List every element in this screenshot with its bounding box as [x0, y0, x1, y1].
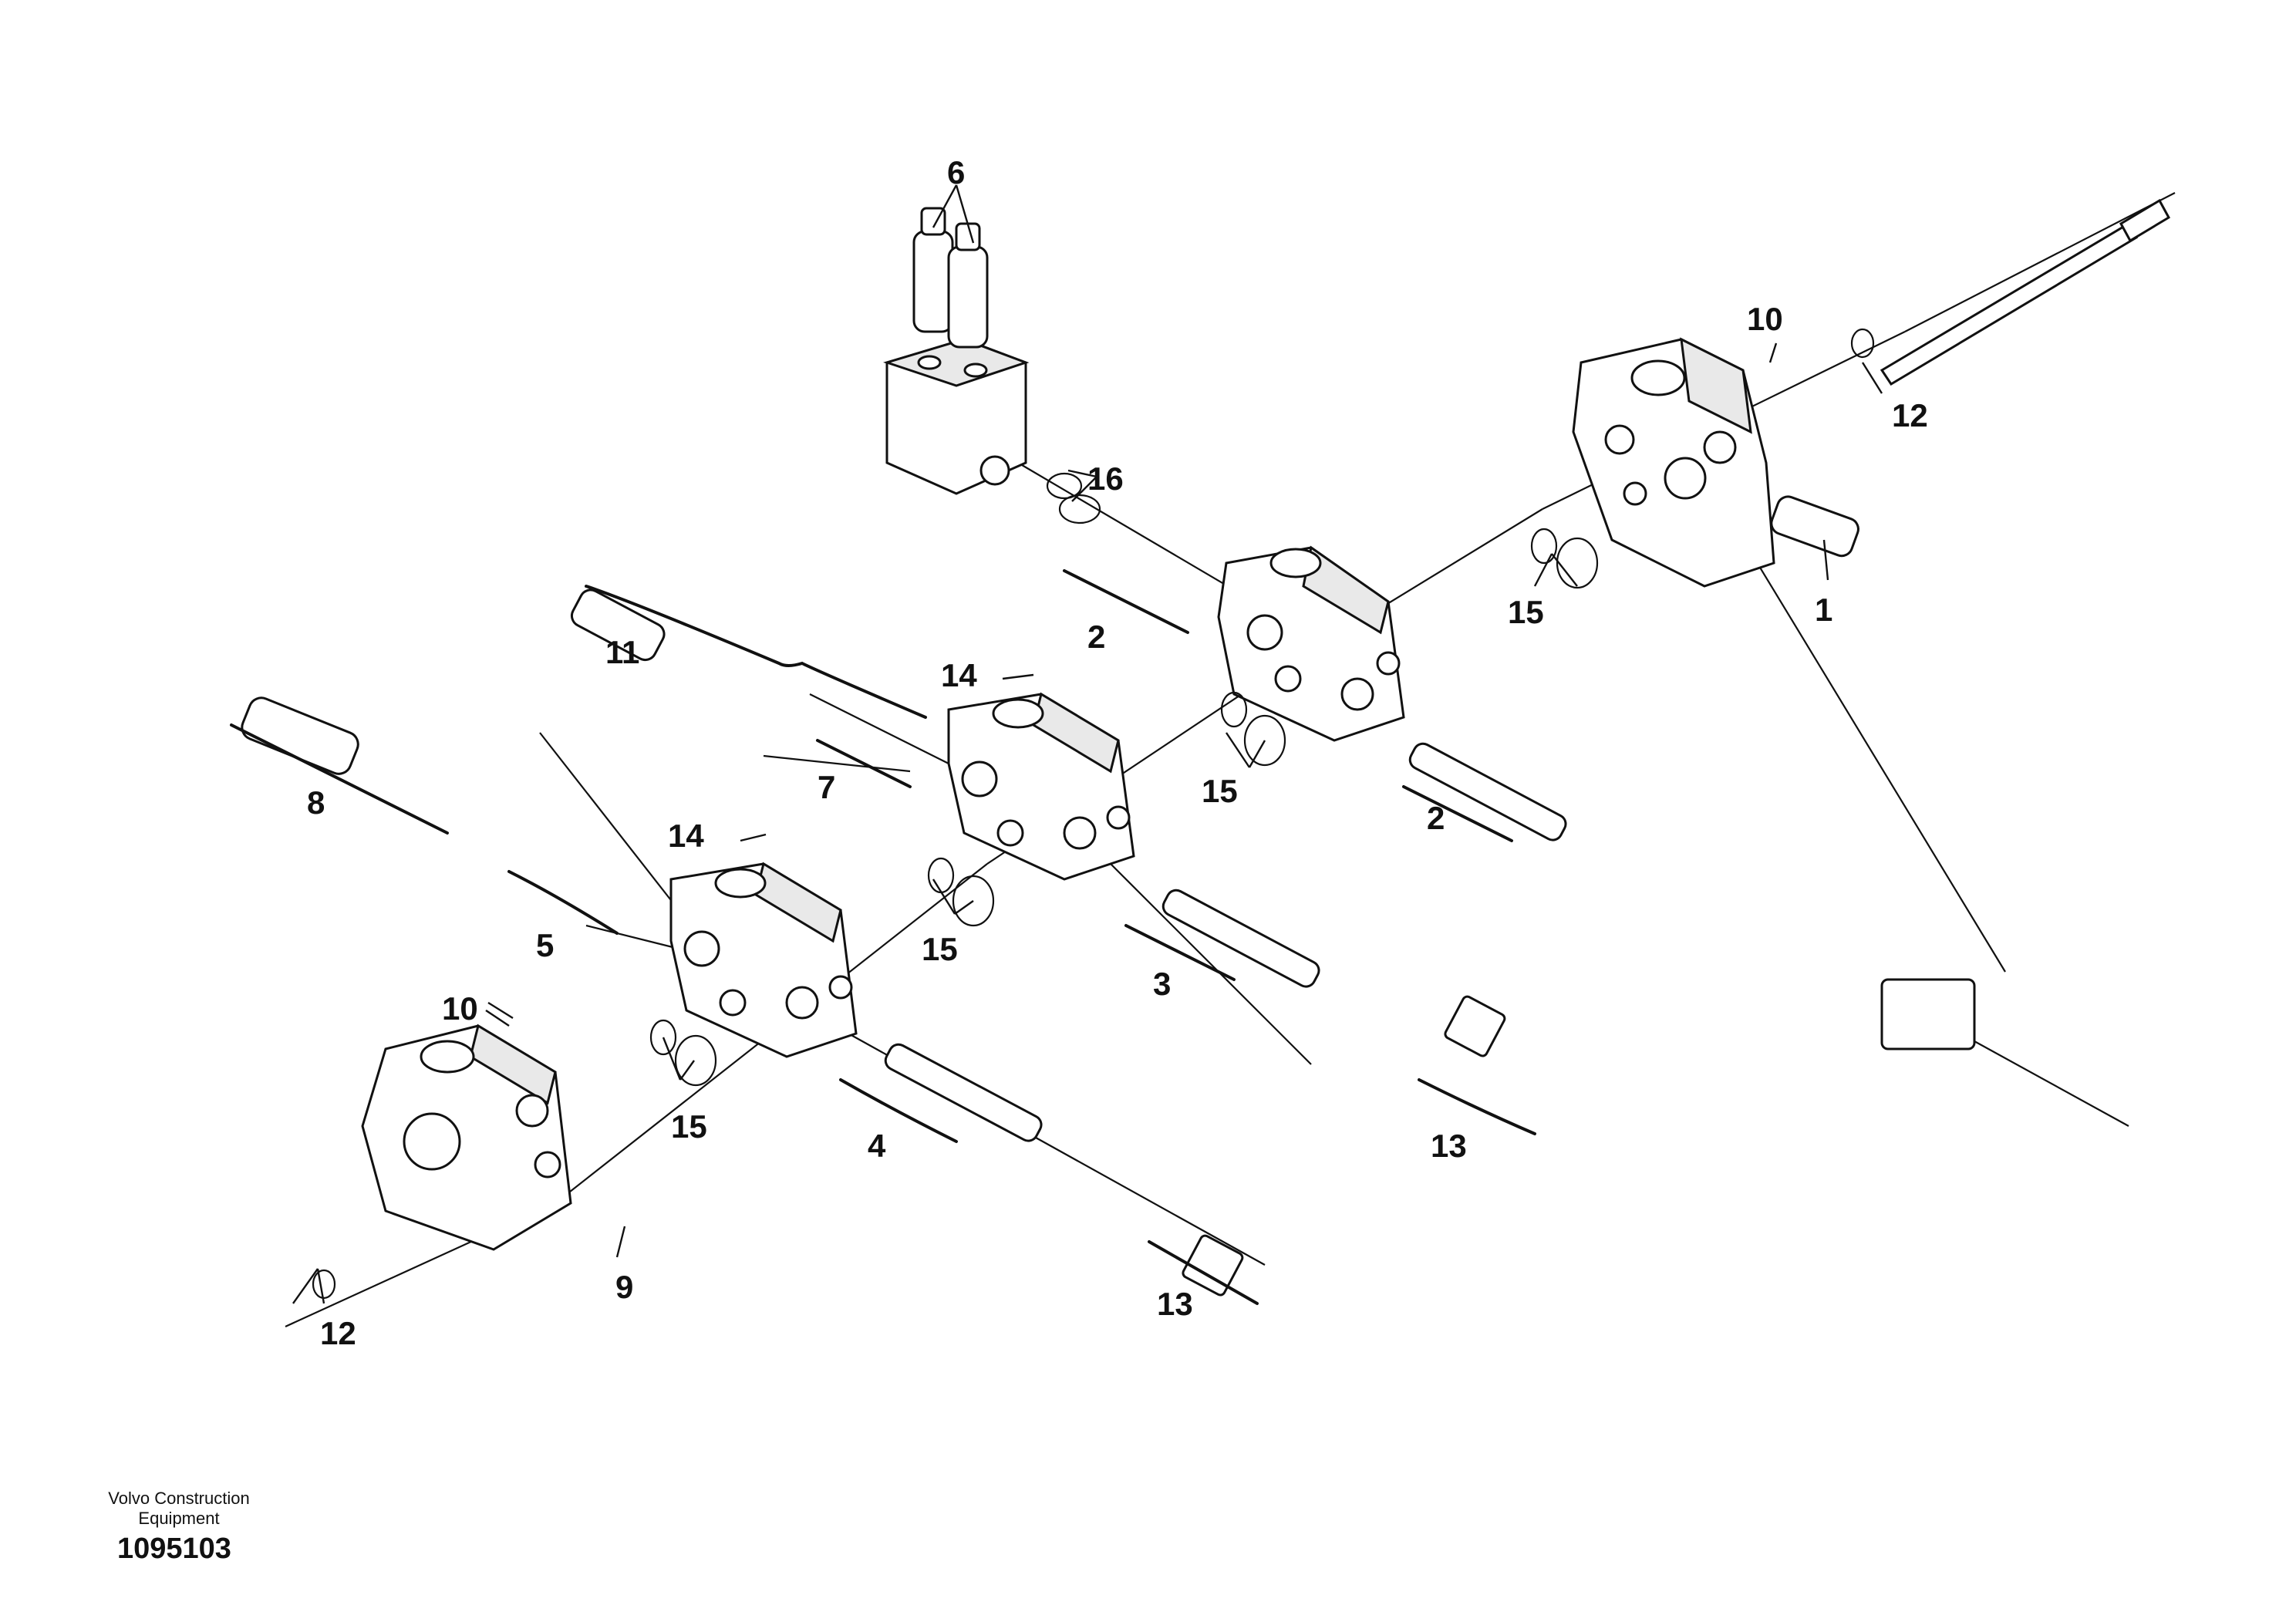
valve-end-section-right: [1572, 337, 1775, 588]
callout-labels: 1 2 2 3 4 5 6 7 8 9 10 10 11 12 12 13 13…: [307, 154, 1928, 1351]
footer-brand-line1: Volvo Construction: [108, 1489, 249, 1508]
callout-5: 5: [536, 927, 554, 963]
assembly-axis-lines: [285, 192, 2176, 1328]
callout-2-lower: 2: [1427, 800, 1445, 836]
callout-15-c: 15: [922, 931, 958, 967]
callout-12-upper: 12: [1892, 397, 1928, 433]
callout-8: 8: [307, 784, 325, 821]
footer: Volvo Construction Equipment 1095103: [108, 1489, 249, 1565]
callout-1: 1: [1815, 592, 1832, 628]
callout-14-lower: 14: [668, 818, 704, 854]
callout-11: 11: [605, 634, 639, 670]
valve-section-3: [947, 692, 1135, 881]
callout-9: 9: [615, 1269, 633, 1305]
leader-lines: [292, 184, 1883, 1304]
callout-2-upper: 2: [1087, 619, 1105, 655]
callout-15-d: 15: [671, 1108, 707, 1145]
callout-15-a: 15: [1508, 594, 1544, 630]
callout-15-b: 15: [1202, 773, 1238, 809]
spool-assemblies: [241, 495, 1976, 1297]
callout-10-lower: 10: [442, 990, 478, 1027]
callout-7: 7: [818, 769, 835, 805]
o-rings: [312, 328, 1875, 1300]
valve-section-2: [1217, 545, 1405, 742]
solenoid-valves: [912, 207, 989, 349]
tie-rod: [1880, 198, 2171, 386]
document-number: 1095103: [117, 1533, 231, 1565]
valve-section-4: [669, 862, 858, 1058]
callout-14-upper: 14: [941, 657, 977, 693]
callout-13-upper: 13: [1431, 1128, 1467, 1164]
group-braces: [230, 569, 1536, 1305]
callout-10-upper: 10: [1747, 301, 1783, 337]
callout-3: 3: [1153, 966, 1171, 1002]
callout-4: 4: [868, 1128, 886, 1164]
valve-inlet-section-left: [361, 1023, 572, 1251]
footer-brand-line2: Equipment: [138, 1509, 219, 1528]
callout-6: 6: [947, 154, 965, 191]
callout-13-lower: 13: [1157, 1286, 1193, 1322]
callout-16: 16: [1087, 460, 1124, 497]
callout-12-lower: 12: [320, 1315, 356, 1351]
solenoid-block: [883, 338, 1030, 495]
